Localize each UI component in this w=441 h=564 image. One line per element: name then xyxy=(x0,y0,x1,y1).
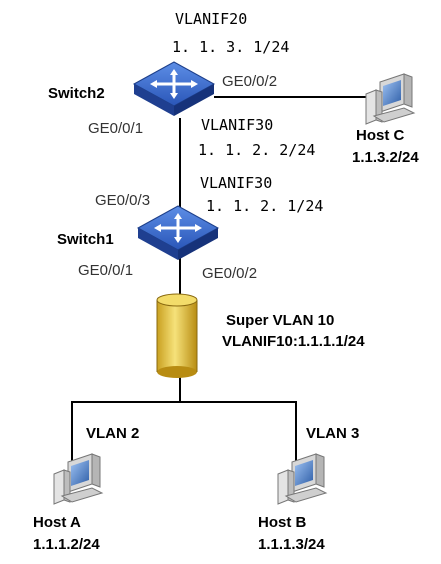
switch2-port-ge002: GE0/0/2 xyxy=(222,73,277,90)
host-b-icon xyxy=(277,453,327,505)
switch1-port-ge003: GE0/0/3 xyxy=(95,192,150,209)
switch2-port-ge001: GE0/0/1 xyxy=(88,120,143,137)
link-vlan3-hostb xyxy=(180,401,297,462)
switch2-name: Switch2 xyxy=(48,85,105,102)
super-vlan-vlanif: VLANIF10:1.1.1.1/24 xyxy=(222,333,365,350)
switch2-vlanif30-label: VLANIF30 xyxy=(201,116,273,134)
switch2-icon xyxy=(132,60,216,118)
host-b-name: Host B xyxy=(258,514,307,531)
switch1-vlanif30-label: VLANIF30 xyxy=(200,174,272,192)
host-a-icon xyxy=(53,453,103,505)
host-b-ip: 1.1.1.3/24 xyxy=(258,536,325,553)
switch1-port-ge001: GE0/0/1 xyxy=(78,262,133,279)
vlan-3-label: VLAN 3 xyxy=(306,425,359,442)
vlan-2-label: VLAN 2 xyxy=(86,425,139,442)
super-vlan-cylinder-icon xyxy=(156,293,198,378)
switch2-vlanif20-ip: 1. 1. 3. 1/24 xyxy=(172,38,289,56)
super-vlan-label: Super VLAN 10 xyxy=(226,312,334,329)
host-a-name: Host A xyxy=(33,514,81,531)
host-c-ip: 1.1.3.2/24 xyxy=(352,149,419,166)
switch1-port-ge002: GE0/0/2 xyxy=(202,265,257,282)
host-a-ip: 1.1.1.2/24 xyxy=(33,536,100,553)
link-vlan2-hosta xyxy=(71,401,180,462)
switch2-vlanif30-ip: 1. 1. 2. 2/24 xyxy=(198,141,315,159)
switch1-vlanif30-ip: 1. 1. 2. 1/24 xyxy=(206,197,323,215)
switch2-vlanif20-label: VLANIF20 xyxy=(175,10,247,28)
host-c-name: Host C xyxy=(356,127,405,144)
switch1-name: Switch1 xyxy=(57,231,114,248)
host-c-icon xyxy=(365,73,415,125)
